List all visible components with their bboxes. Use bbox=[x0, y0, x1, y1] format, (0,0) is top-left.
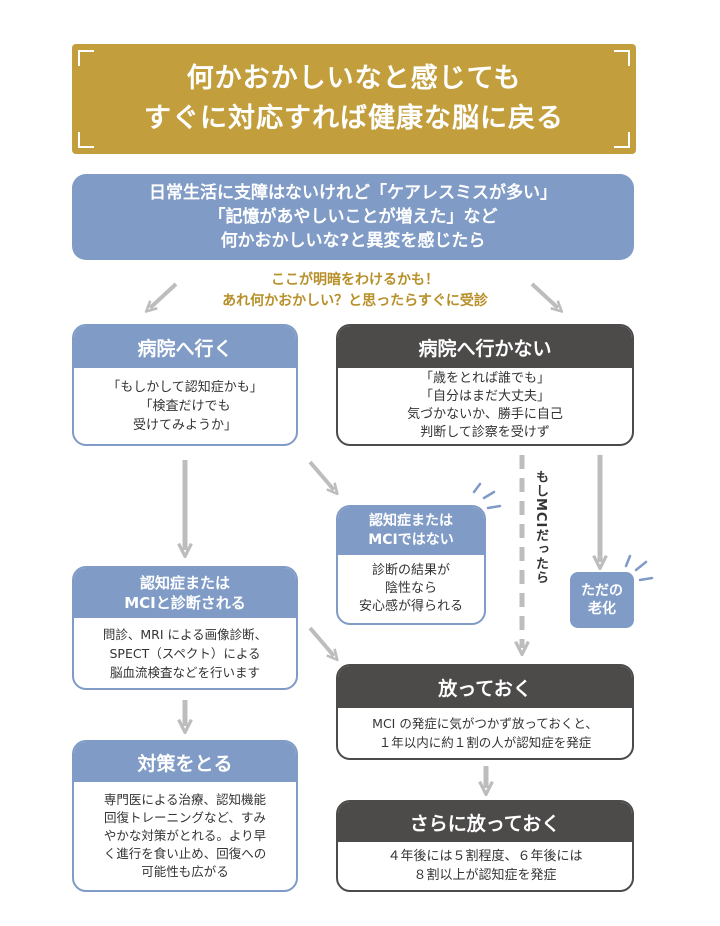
no-hospital-line-4: 判断して診察を受けず bbox=[420, 425, 550, 440]
go-hospital-title: 病院へ行く bbox=[74, 326, 296, 368]
no-hospital-title: 病院へ行かない bbox=[338, 326, 632, 368]
leave-more-card: さらに放っておく ４年後には５割程度、６年後には ８割以上が認知症を発症 bbox=[336, 800, 634, 892]
not-mci-card: 認知症または MCIではない 診断の結果が 陰性なら 安心感が得られる bbox=[336, 505, 486, 625]
go-hospital-line-2: 「検査だけでも bbox=[139, 398, 231, 414]
diagnosed-line-2: SPECT（スペクト）による bbox=[109, 645, 261, 661]
arrow-diagnosed-to-leave bbox=[308, 626, 334, 656]
intro-line-3: 何かおかしいな?と異変を感じたら bbox=[220, 231, 486, 251]
no-hospital-card: 病院へ行かない 「歳をとれば誰でも」 「自分はまだ大丈夫」 気づかないか、勝手に… bbox=[336, 324, 634, 446]
go-hospital-line-3: 受けてみようか」 bbox=[132, 417, 237, 433]
aging-line-1: ただの bbox=[581, 583, 623, 599]
not-mci-line-3: 安心感が得られる bbox=[358, 599, 463, 614]
diagnosed-line-1: 問診、MRI による画像診断、 bbox=[102, 626, 268, 642]
countermeasure-line-1: 専門医による治療、認知機能 bbox=[103, 792, 267, 807]
not-mci-line-1: 診断の結果が bbox=[371, 563, 450, 578]
not-mci-line-2: 陰性なら bbox=[384, 581, 437, 596]
hint-line-1: ここが明暗をわけるかも！ bbox=[271, 272, 439, 288]
countermeasure-line-3: やかな対策がとれる。より早 bbox=[103, 828, 267, 843]
hint-line-2: あれ何かおかしい？と思ったらすぐに受診 bbox=[222, 293, 488, 309]
diagnosed-title-1: 認知症または bbox=[139, 574, 230, 592]
no-hospital-line-3: 気づかないか、勝手に自己 bbox=[407, 407, 563, 422]
not-mci-title-1: 認知症または bbox=[369, 513, 453, 529]
intro-line-2: 「記憶があやしいことが増えた」など bbox=[208, 207, 498, 227]
leave-line-2: １年以内に約１割の人が認知症を発症 bbox=[378, 735, 592, 750]
hint-text: ここが明暗をわけるかも！ あれ何かおかしい？と思ったらすぐに受診 bbox=[150, 270, 560, 312]
diagnosed-card: 認知症または MCIと診断される 問診、MRI による画像診断、 SPECT（ス… bbox=[72, 566, 298, 690]
arrow-hospital-to-not-mci bbox=[308, 460, 334, 490]
not-mci-title-2: MCIではない bbox=[368, 532, 454, 548]
countermeasure-line-5: 可能性も広がる bbox=[141, 864, 229, 879]
leave-more-title: さらに放っておく bbox=[338, 802, 632, 842]
diagnosed-line-3: 脳血流検査などを行います bbox=[109, 664, 260, 680]
arrow-left-diagonal bbox=[150, 282, 178, 308]
go-hospital-card: 病院へ行く 「もしかして認知症かも」 「検査だけでも 受けてみようか」 bbox=[72, 324, 298, 446]
go-hospital-line-1: 「もしかして認知症かも」 bbox=[107, 379, 263, 395]
emphasis-marks-not-mci bbox=[472, 482, 502, 510]
arrow-right-diagonal bbox=[530, 282, 558, 308]
intro-line-1: 日常生活に支障はないけれど「ケアレスミスが多い」 bbox=[149, 183, 557, 203]
diagnosed-title-2: MCIと診断される bbox=[124, 594, 246, 612]
if-mci-label: もしMCIだったら bbox=[533, 470, 548, 585]
intro-box: 日常生活に支障はないけれど「ケアレスミスが多い」 「記憶があやしいことが増えた」… bbox=[72, 174, 634, 260]
leave-card: 放っておく MCI の発症に気がつかず放っておくと、 １年以内に約１割の人が認知… bbox=[336, 664, 634, 760]
title-line-1: 何かおかしいなと感じても bbox=[186, 63, 522, 94]
aging-line-2: 老化 bbox=[588, 601, 616, 617]
no-hospital-line-2: 「自分はまだ大丈夫」 bbox=[419, 389, 550, 404]
emphasis-marks-aging bbox=[624, 554, 654, 582]
aging-tag: ただの 老化 bbox=[570, 572, 634, 628]
no-hospital-line-1: 「歳をとれば誰でも」 bbox=[419, 371, 550, 386]
leave-title: 放っておく bbox=[338, 666, 632, 708]
countermeasure-title: 対策をとる bbox=[74, 742, 296, 782]
title-banner: 何かおかしいなと感じても すぐに対応すれば健康な脳に戻る bbox=[72, 44, 636, 154]
title-line-2: すぐに対応すれば健康な脳に戻る bbox=[144, 103, 564, 134]
countermeasure-line-4: く進行を食い止め、回復への bbox=[103, 846, 267, 861]
countermeasure-card: 対策をとる 専門医による治療、認知機能 回復トレーニングなど、すみ やかな対策が… bbox=[72, 740, 298, 892]
leave-line-1: MCI の発症に気がつかず放っておくと、 bbox=[372, 716, 598, 731]
leave-more-line-2: ８割以上が認知症を発症 bbox=[413, 868, 557, 883]
countermeasure-line-2: 回復トレーニングなど、すみ bbox=[104, 810, 266, 825]
leave-more-line-1: ４年後には５割程度、６年後には bbox=[387, 849, 583, 864]
